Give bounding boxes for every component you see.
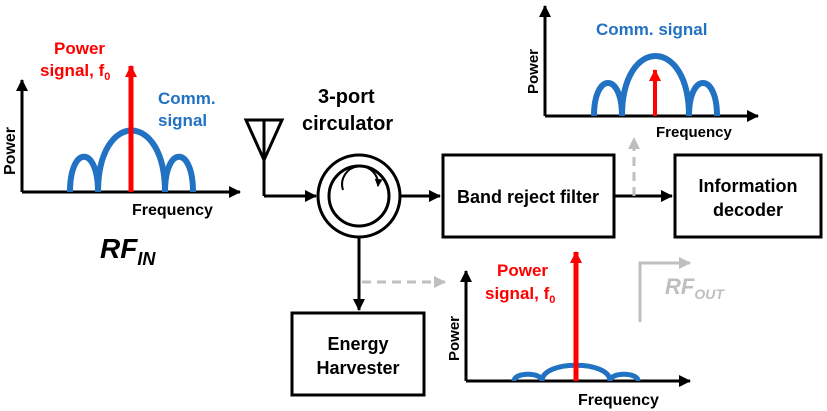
information-decoder-line1: Information bbox=[699, 176, 798, 196]
energy-harvester-block: Energy Harvester bbox=[290, 311, 426, 397]
left-signal-label-line2: signal, f0 bbox=[40, 61, 110, 83]
energy-harvester-line2: Harvester bbox=[316, 358, 399, 378]
rf-in-label: RFIN bbox=[100, 233, 156, 269]
information-decoder-line2: decoder bbox=[713, 200, 783, 220]
rf-out-label: RFOUT bbox=[665, 274, 725, 302]
rf-out-indicator: RFOUT bbox=[638, 257, 725, 322]
circulator-icon bbox=[316, 153, 402, 239]
top-frequency-label: Frequency bbox=[656, 124, 733, 141]
energy-harvester-line1: Energy bbox=[327, 334, 388, 354]
top-comm-spectrum bbox=[591, 53, 720, 117]
left-signal-label-line1: Power bbox=[54, 39, 105, 58]
bottom-signal-label-line2: signal, f0 bbox=[485, 284, 555, 306]
left-frequency-label: Frequency bbox=[132, 202, 213, 219]
bottom-power-axis-label: Power bbox=[446, 316, 463, 361]
bottom-spectrum-plot: Power signal, f0 Power Frequency bbox=[446, 251, 691, 409]
left-spectrum-plot: Power Power signal, f0 Comm. signal Freq… bbox=[2, 39, 241, 219]
top-comm-label: Comm. signal bbox=[596, 20, 707, 39]
top-spectrum-plot: Comm. signal Power Frequency bbox=[525, 5, 759, 141]
antenna-icon bbox=[243, 118, 285, 196]
circulator-label-line2: circulator bbox=[302, 113, 393, 135]
band-reject-filter-label: Band reject filter bbox=[457, 187, 599, 207]
left-comm-label-line1: Comm. bbox=[158, 89, 216, 108]
circulator-label-line1: 3-port bbox=[318, 86, 375, 108]
band-reject-filter-block: Band reject filter bbox=[441, 153, 616, 239]
bottom-frequency-label: Frequency bbox=[578, 392, 659, 409]
left-comm-label-line2: signal bbox=[158, 111, 207, 130]
left-power-axis-label: Power bbox=[2, 127, 19, 175]
information-decoder-block: Information decoder bbox=[673, 153, 823, 239]
bottom-signal-label-line1: Power bbox=[497, 261, 548, 280]
top-power-axis-label: Power bbox=[525, 49, 542, 94]
